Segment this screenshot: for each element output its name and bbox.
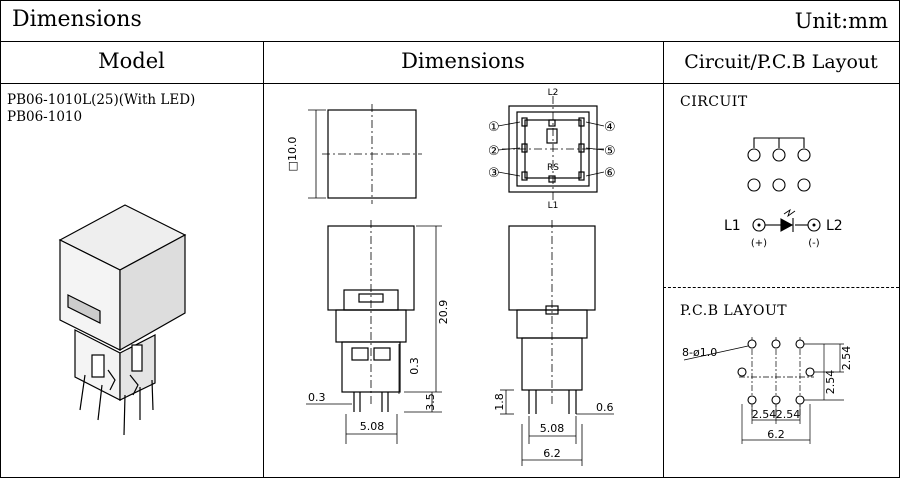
circuit-minus: (-) bbox=[808, 238, 820, 249]
pin-5: ⑤ bbox=[604, 144, 616, 159]
dim-height: 20.9 bbox=[437, 300, 450, 325]
circuit-label: CIRCUIT bbox=[680, 94, 748, 110]
column-header-divider bbox=[0, 83, 900, 84]
dim-offset-left: 0.3 bbox=[308, 391, 326, 404]
pcb-pitch-b: 2.54 bbox=[776, 408, 801, 421]
dim-pitch-side: 5.08 bbox=[540, 422, 565, 435]
column-divider-2 bbox=[663, 42, 664, 478]
header-divider bbox=[0, 41, 900, 42]
label-l1: L1 bbox=[548, 201, 559, 211]
pin-1: ① bbox=[488, 120, 500, 135]
label-rs: RS bbox=[547, 163, 559, 173]
circuit-plus: (+) bbox=[751, 238, 767, 249]
circuit-diagram: L1 L2 (+) (-) bbox=[724, 137, 843, 249]
column-divider-1 bbox=[263, 42, 264, 478]
unit-label: Unit:mm bbox=[794, 9, 888, 33]
pcb-pitch-a: 2.54 bbox=[752, 408, 777, 421]
pin-2: ② bbox=[488, 144, 500, 159]
pcb-pitch-v2: 2.54 bbox=[824, 370, 837, 395]
dim-square: □10.0 bbox=[286, 137, 299, 172]
dim-pin-h: 1.8 bbox=[493, 393, 506, 411]
column-header-model: Model bbox=[98, 49, 165, 73]
column-header-dimensions: Dimensions bbox=[401, 49, 525, 73]
circuit-l2: L2 bbox=[826, 218, 843, 234]
pcb-width: 6.2 bbox=[767, 428, 785, 441]
dim-pin-len: 3.5 bbox=[424, 393, 437, 411]
pcb-label: P.C.B LAYOUT bbox=[680, 303, 788, 319]
dimension-drawings: □10.0 20.9 0.3 0.3 3.5 5.08 1.8 0.6 5.08… bbox=[286, 88, 616, 466]
pcb-holes: 8-ø1.0 bbox=[682, 346, 717, 359]
dim-offset-top: 0.3 bbox=[408, 357, 421, 375]
pcb-diagram: 8-ø1.0 2.54 2.54 6.2 2.54 2.54 bbox=[682, 337, 853, 444]
dim-pitch-front: 5.08 bbox=[360, 420, 385, 433]
model-name: PB06-1010 bbox=[7, 109, 83, 125]
dim-pin-w: 0.6 bbox=[596, 401, 614, 414]
pin-4: ④ bbox=[604, 120, 616, 135]
model-list: PB06-1010L(25)(With LED) PB06-1010 bbox=[7, 92, 195, 126]
model-name: PB06-1010L(25)(With LED) bbox=[7, 92, 196, 108]
pcb-pitch-v1: 2.54 bbox=[840, 346, 853, 371]
pin-6: ⑥ bbox=[604, 166, 616, 181]
column-header-circuit: Circuit/P.C.B Layout bbox=[684, 51, 878, 73]
pin-3: ③ bbox=[488, 166, 500, 181]
switch-illustration bbox=[58, 204, 187, 435]
page-title: Dimensions bbox=[12, 7, 142, 32]
dim-width-side: 6.2 bbox=[543, 447, 561, 460]
circuit-pcb-divider bbox=[663, 287, 899, 288]
label-l2: L2 bbox=[548, 88, 559, 98]
circuit-l1: L1 bbox=[724, 218, 741, 234]
